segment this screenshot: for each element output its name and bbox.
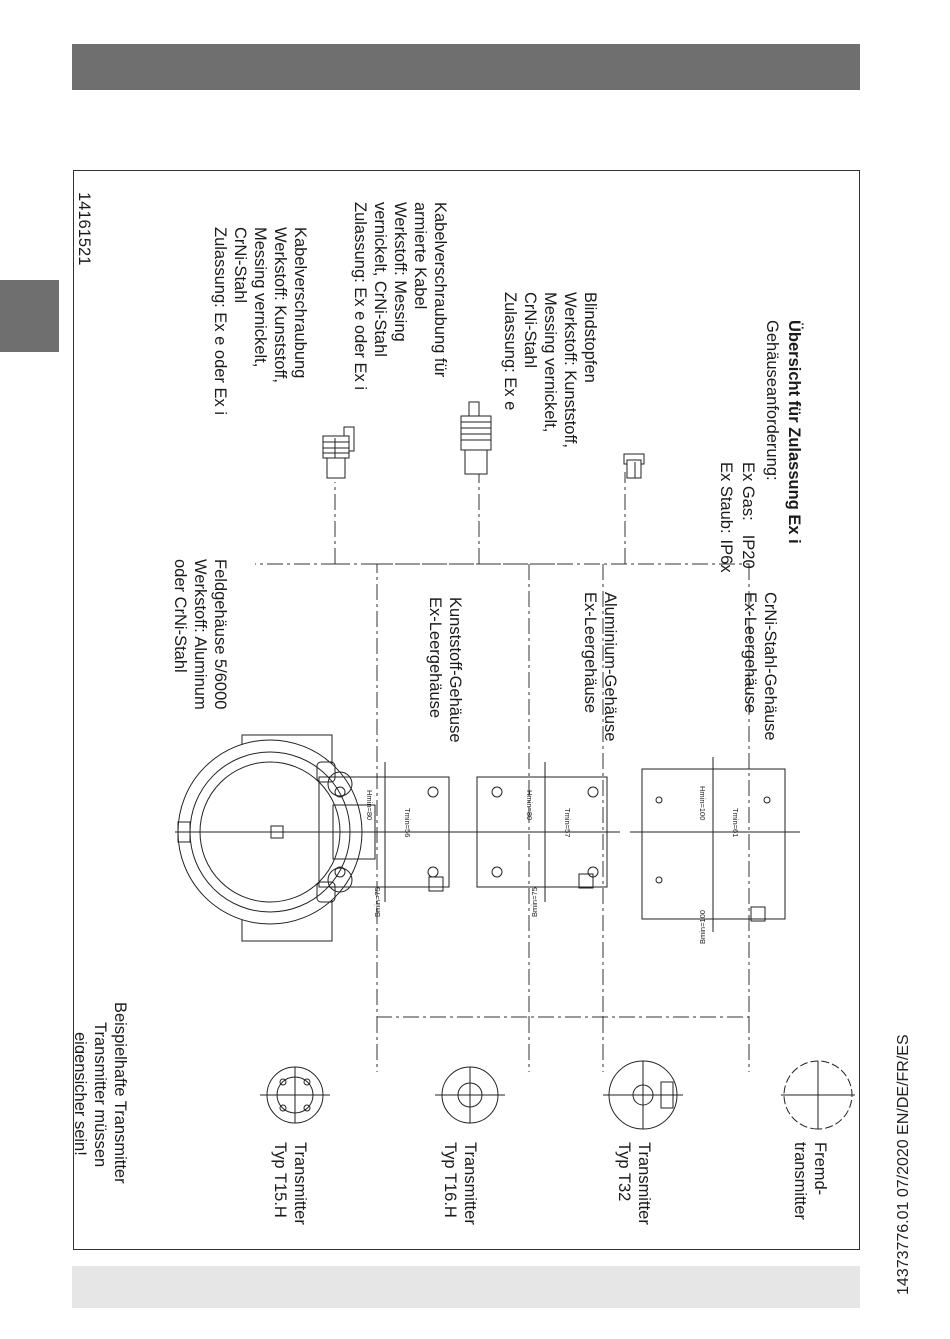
transmitter-t15-label: Transmitter Typ T15.H xyxy=(271,1142,309,1229)
overview-title: Übersicht für Zulassung Ex i xyxy=(785,320,804,544)
stainless-housing-tmin: Tmin=61 xyxy=(731,808,740,837)
blind-plug-icon xyxy=(623,453,645,479)
transmitter-t32-icon xyxy=(603,1060,683,1130)
chapter-tab xyxy=(0,280,59,352)
third-party-transmitter-icon xyxy=(781,1060,855,1130)
overview-row-gas: Ex Gas:IP20 xyxy=(739,462,757,569)
transmitter-t32-label: Transmitter Typ T32 xyxy=(615,1142,653,1229)
stainless-housing-bmin: Bmin=100 xyxy=(698,910,707,944)
armoured-cable-gland-icon xyxy=(460,401,492,475)
overview-subtitle: Gehäuseanforderung: xyxy=(763,320,781,481)
aluminium-housing-label: Aluminium-Gehäuse Ex-Leergehäuse xyxy=(581,592,619,746)
connection-lines xyxy=(255,472,750,1072)
cable-gland-label: Kabelverschraubung Werkstoff: Kunststoff… xyxy=(211,227,309,415)
stainless-housing-icon xyxy=(630,757,800,932)
aluminium-housing-bmin: Bmin=75 xyxy=(530,887,539,917)
field-housing-icon xyxy=(175,734,376,942)
aluminium-housing-icon xyxy=(463,762,620,902)
plastic-housing-icon xyxy=(300,762,465,902)
aluminium-housing-tmin: Tmin=57 xyxy=(563,808,572,837)
plastic-housing-hmin: Hmin=80 xyxy=(365,790,374,820)
drawing-frame xyxy=(73,170,860,1250)
transmitter-note: Beispielhafte Transmitter Transmitter mü… xyxy=(75,1002,129,1188)
overview-row-dust: Ex Staub:IP6x xyxy=(717,462,735,573)
header-bar xyxy=(72,44,860,90)
drawing: Hmin=80 Tmin=56 Bmin=75 Hmin=80 Tmin=57 … xyxy=(75,192,855,1229)
transmitter-t16-label: Transmitter Typ T16.H xyxy=(441,1142,479,1229)
transmitter-t15-icon xyxy=(260,1066,330,1124)
plastic-housing-label: Kunststoff-Gehäuse Ex-Leergehäuse xyxy=(426,597,464,747)
third-party-transmitter-label: Fremd- transmitter xyxy=(791,1142,829,1220)
footer-bar xyxy=(72,1266,860,1308)
stainless-housing-hmin: Hmin=100 xyxy=(698,786,707,820)
drawing-number: 14161521 xyxy=(75,192,93,265)
aluminium-housing-hmin: Hmin=80 xyxy=(525,790,534,820)
armoured-cable-gland-label: Kabelverschraubung für armierte Kabel We… xyxy=(351,202,449,390)
blind-plug-label: Blindstopfen Werkstoff: Kunststoff, Mess… xyxy=(501,292,599,453)
stainless-housing-label: CrNi-Stahl-Gehäuse Ex-Leergehäuse xyxy=(741,592,779,745)
field-housing-label: Feldgehäuse 5/6000 Werkstoff: Aluminum o… xyxy=(171,559,229,714)
cable-gland-icon xyxy=(322,426,355,479)
plastic-housing-tmin: Tmin=56 xyxy=(403,808,412,837)
document-code: 14373776.01 07/2020 EN/DE/FR/ES xyxy=(895,1034,912,1295)
plastic-housing-bmin: Bmin=75 xyxy=(373,887,382,917)
transmitter-t16-icon xyxy=(435,1066,505,1124)
